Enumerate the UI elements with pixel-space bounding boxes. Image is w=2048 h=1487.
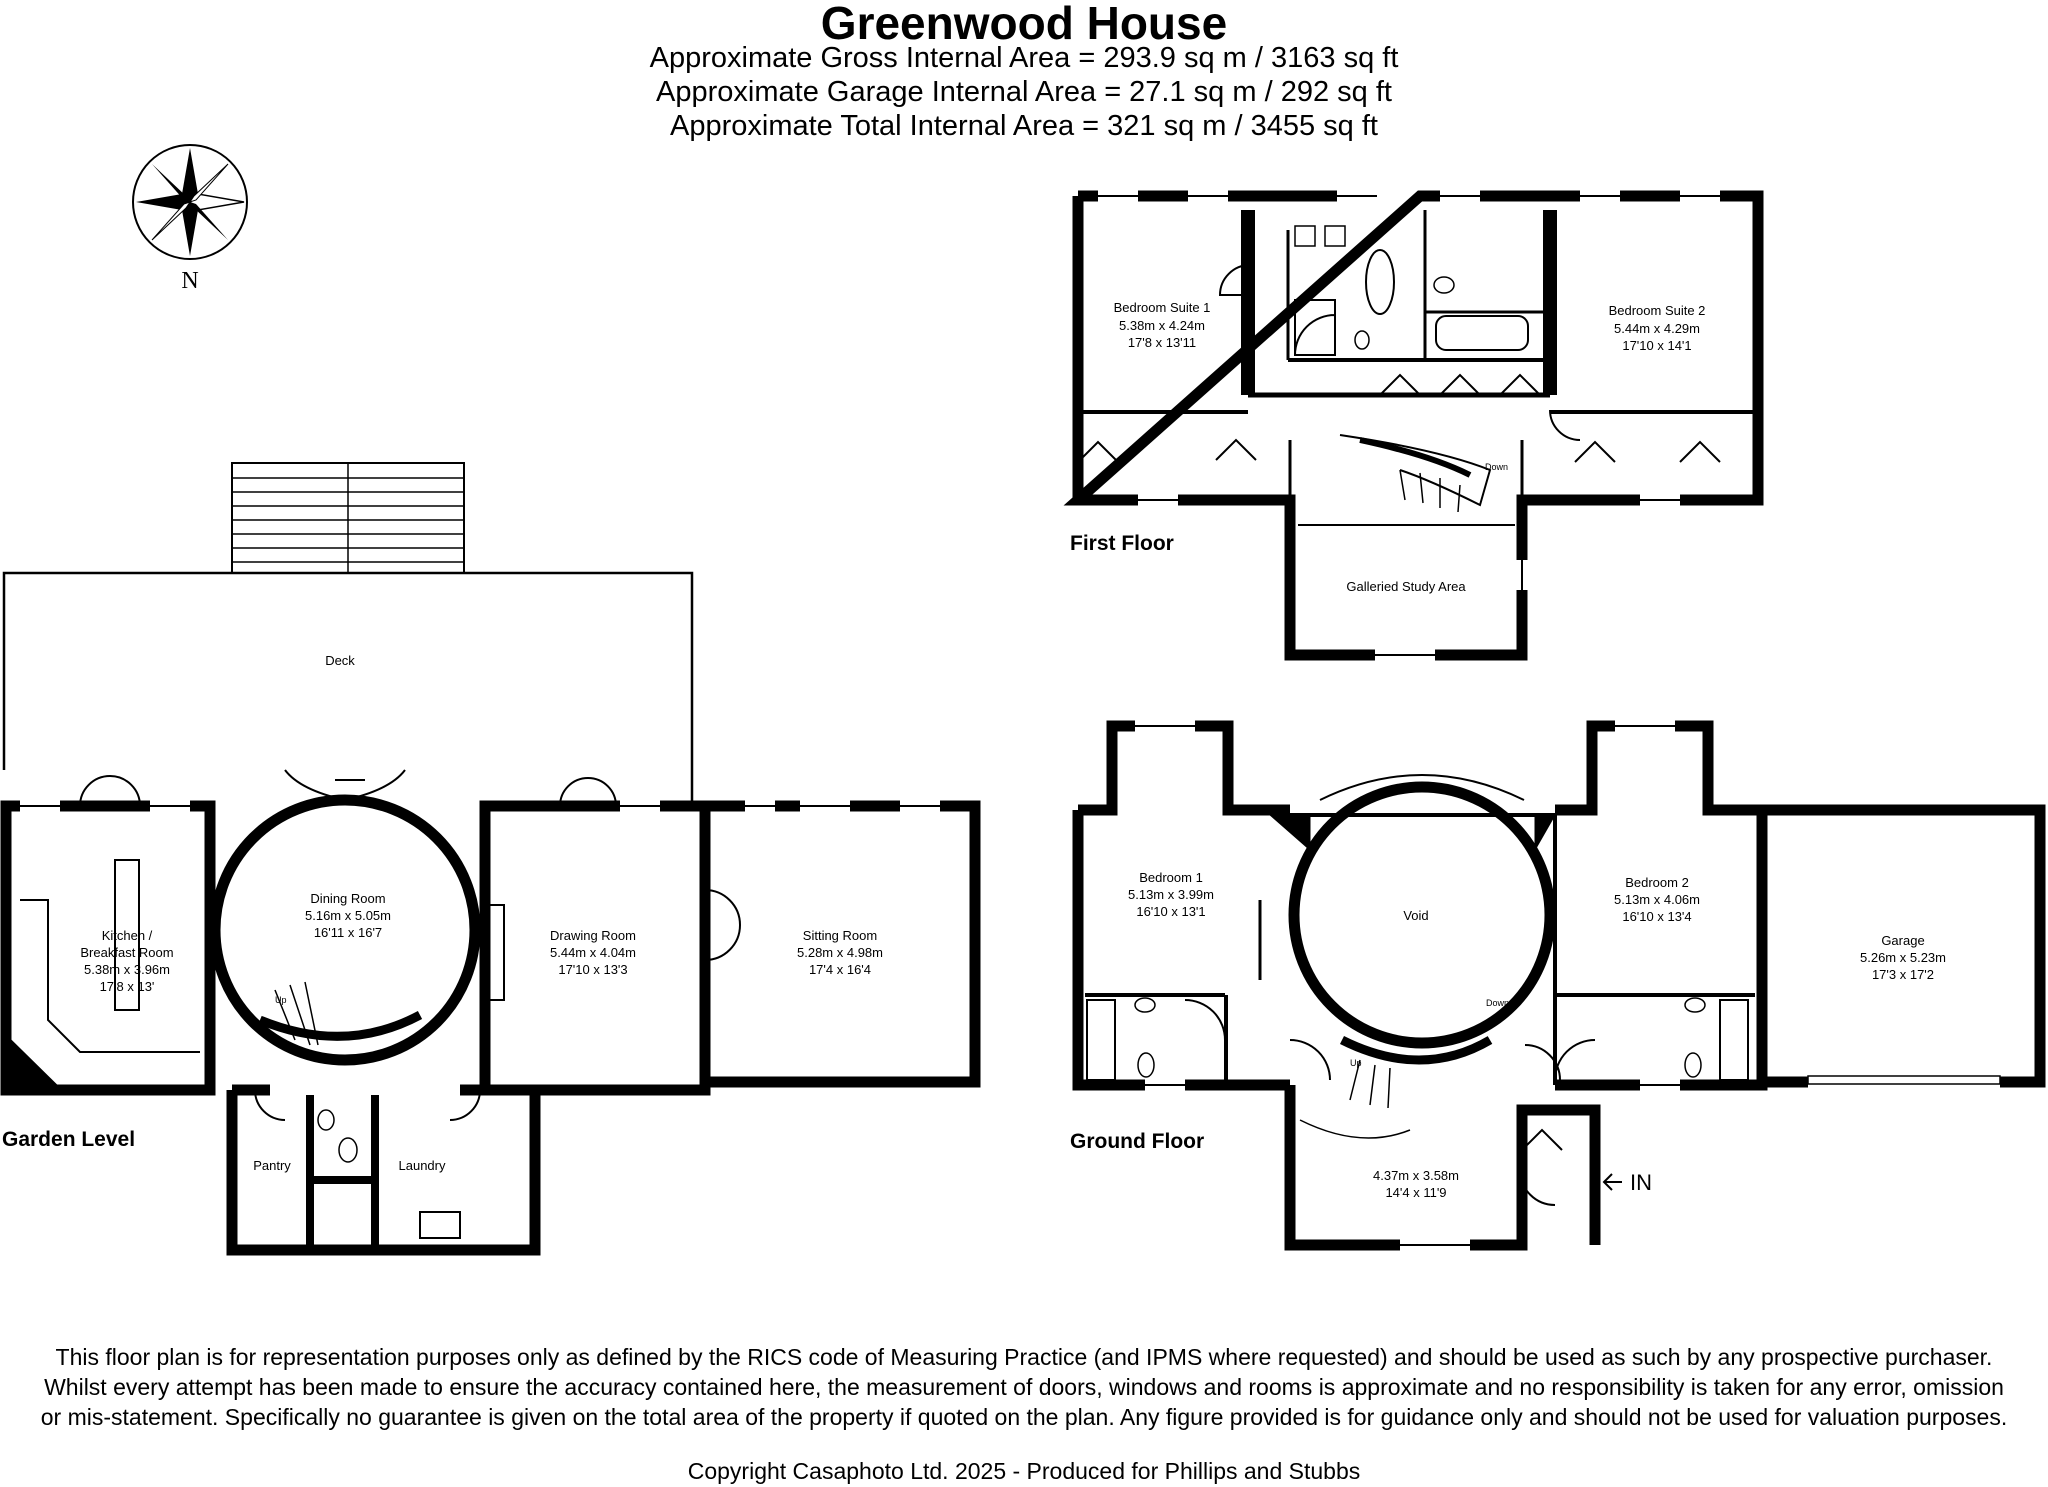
compass-rose-icon (132, 144, 248, 260)
drawing-room-imperial: 17'10 x 13'3 (558, 962, 627, 977)
total-area-text: Approximate Total Internal Area = 321 sq… (670, 110, 1378, 142)
dining-room-metric: 5.16m x 5.05m (305, 908, 391, 923)
bedroom-1-imperial: 16'10 x 13'1 (1136, 904, 1205, 919)
bedroom-2-imperial: 16'10 x 13'4 (1622, 909, 1691, 924)
plan-title: Greenwood House (820, 0, 1228, 49)
bedroom-2-name: Bedroom 2 (1625, 875, 1689, 890)
bedroom-suite-1-name: Bedroom Suite 1 (1114, 300, 1211, 315)
sitting-room-name: Sitting Room (803, 928, 877, 943)
first-floor-plan (1063, 190, 1764, 661)
ground-floor-plan (1072, 720, 2046, 1251)
drawing-room-metric: 5.44m x 4.04m (550, 945, 636, 960)
ground-floor-label: Ground Floor (1070, 1130, 1204, 1153)
kitchen-name-line1: Kitchen / (102, 928, 153, 943)
first-floor-label: First Floor (1070, 532, 1174, 555)
bedroom-2-metric: 5.13m x 4.06m (1614, 892, 1700, 907)
garden-level-plan (0, 462, 981, 1256)
garage-area-text: Approximate Garage Internal Area = 27.1 … (656, 76, 1392, 108)
galleried-study-name: Galleried Study Area (1346, 579, 1466, 594)
kitchen-imperial: 17'8 x 13' (100, 979, 155, 994)
sitting-room-imperial: 17'4 x 16'4 (809, 962, 871, 977)
bedroom-suite-1-imperial: 17'8 x 13'11 (1128, 335, 1196, 350)
copyright-text: Copyright Casaphoto Ltd. 2025 - Produced… (687, 1458, 1361, 1484)
floor-plan-drawing: N Bedroom Suite 1 (0, 144, 2046, 1256)
ground-up-label: Up (1350, 1058, 1362, 1068)
garage-imperial: 17'3 x 17'2 (1872, 967, 1934, 982)
entrance-hall-metric: 4.37m x 3.58m (1373, 1168, 1459, 1183)
garage-name: Garage (1881, 933, 1924, 948)
first-floor-down-label: Down (1485, 462, 1508, 472)
void-name: Void (1403, 908, 1428, 923)
bedroom-suite-1-metric: 5.38m x 4.24m (1119, 318, 1205, 333)
deck-name: Deck (325, 653, 355, 668)
ground-down-label: Down (1486, 998, 1509, 1008)
compass-north-label: N (181, 268, 198, 294)
garden-up-label: Up (275, 995, 287, 1005)
entrance-hall-imperial: 14'4 x 11'9 (1385, 1185, 1446, 1200)
laundry-name: Laundry (399, 1158, 446, 1173)
garden-level-label: Garden Level (2, 1128, 135, 1151)
dining-room-imperial: 16'11 x 16'7 (314, 925, 382, 940)
pantry-name: Pantry (253, 1158, 291, 1173)
bedroom-1-name: Bedroom 1 (1139, 870, 1203, 885)
kitchen-name-line2: Breakfast Room (80, 945, 173, 960)
garage-metric: 5.26m x 5.23m (1860, 950, 1946, 965)
kitchen-metric: 5.38m x 3.96m (84, 962, 170, 977)
bedroom-1-metric: 5.13m x 3.99m (1128, 887, 1214, 902)
disclaimer-text: This floor plan is for representation pu… (40, 1344, 2008, 1430)
bedroom-suite-2-imperial: 17'10 x 14'1 (1622, 338, 1691, 353)
entry-label: IN (1630, 1170, 1652, 1195)
sitting-room-metric: 5.28m x 4.98m (797, 945, 883, 960)
gross-area-text: Approximate Gross Internal Area = 293.9 … (649, 42, 1399, 74)
dining-room-name: Dining Room (310, 891, 385, 906)
bedroom-suite-2-metric: 5.44m x 4.29m (1614, 321, 1700, 336)
drawing-room-name: Drawing Room (550, 928, 636, 943)
bedroom-suite-2-name: Bedroom Suite 2 (1609, 303, 1706, 318)
